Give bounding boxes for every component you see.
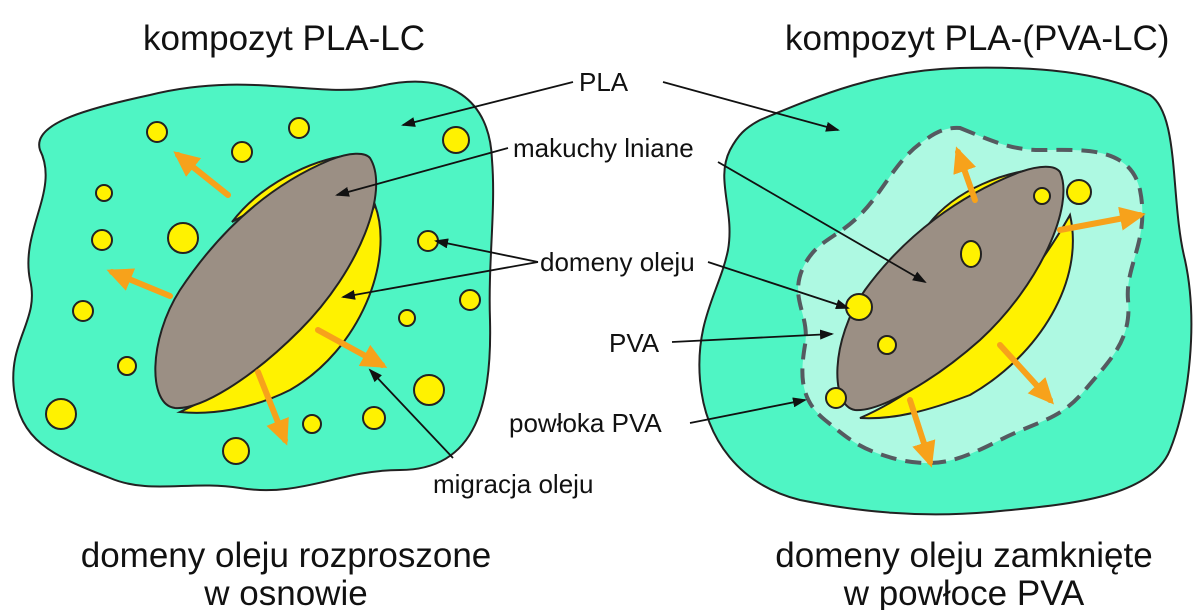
oil-domain (1067, 180, 1091, 204)
oil-domain (1034, 188, 1050, 204)
right-composite (699, 68, 1191, 515)
label-pla: PLA (579, 67, 629, 97)
oil-domain (96, 185, 112, 201)
label-powloka: powłoka PVA (509, 408, 662, 438)
oil-domain (303, 415, 321, 433)
oil-domain (223, 438, 249, 464)
oil-domain (147, 122, 167, 142)
oil-domain (92, 230, 112, 250)
oil-domain (826, 388, 846, 408)
oil-domain (399, 310, 415, 326)
oil-domain (460, 290, 480, 310)
oil-domain (363, 407, 385, 429)
oil-domain (118, 357, 136, 375)
caption-right-line2: w powłoce PVA (843, 574, 1085, 610)
label-makuchy: makuchy lniane (513, 133, 694, 163)
oil-domain (232, 142, 252, 162)
oil-domain (443, 127, 469, 153)
oil-domain (168, 223, 198, 253)
oil-domain (878, 336, 896, 354)
oil-domain (418, 231, 438, 251)
title-left: kompozyt PLA-LC (143, 19, 425, 58)
oil-domain (73, 301, 93, 321)
caption-left-line2: w osnowie (203, 574, 367, 610)
title-right: kompozyt PLA-(PVA-LC) (785, 19, 1169, 58)
caption-right-line1: domeny oleju zamknięte (775, 536, 1152, 575)
left-composite (13, 82, 493, 490)
label-domeny: domeny oleju (540, 247, 695, 277)
caption-left-line1: domeny oleju rozproszone (81, 536, 492, 575)
label-migracja: migracja oleju (433, 469, 593, 499)
oil-domain (414, 375, 444, 405)
oil-domain (846, 294, 872, 320)
oil-domain (46, 399, 76, 429)
oil-domain (961, 241, 981, 267)
oil-domain (289, 118, 309, 138)
label-pva: PVA (609, 328, 660, 358)
